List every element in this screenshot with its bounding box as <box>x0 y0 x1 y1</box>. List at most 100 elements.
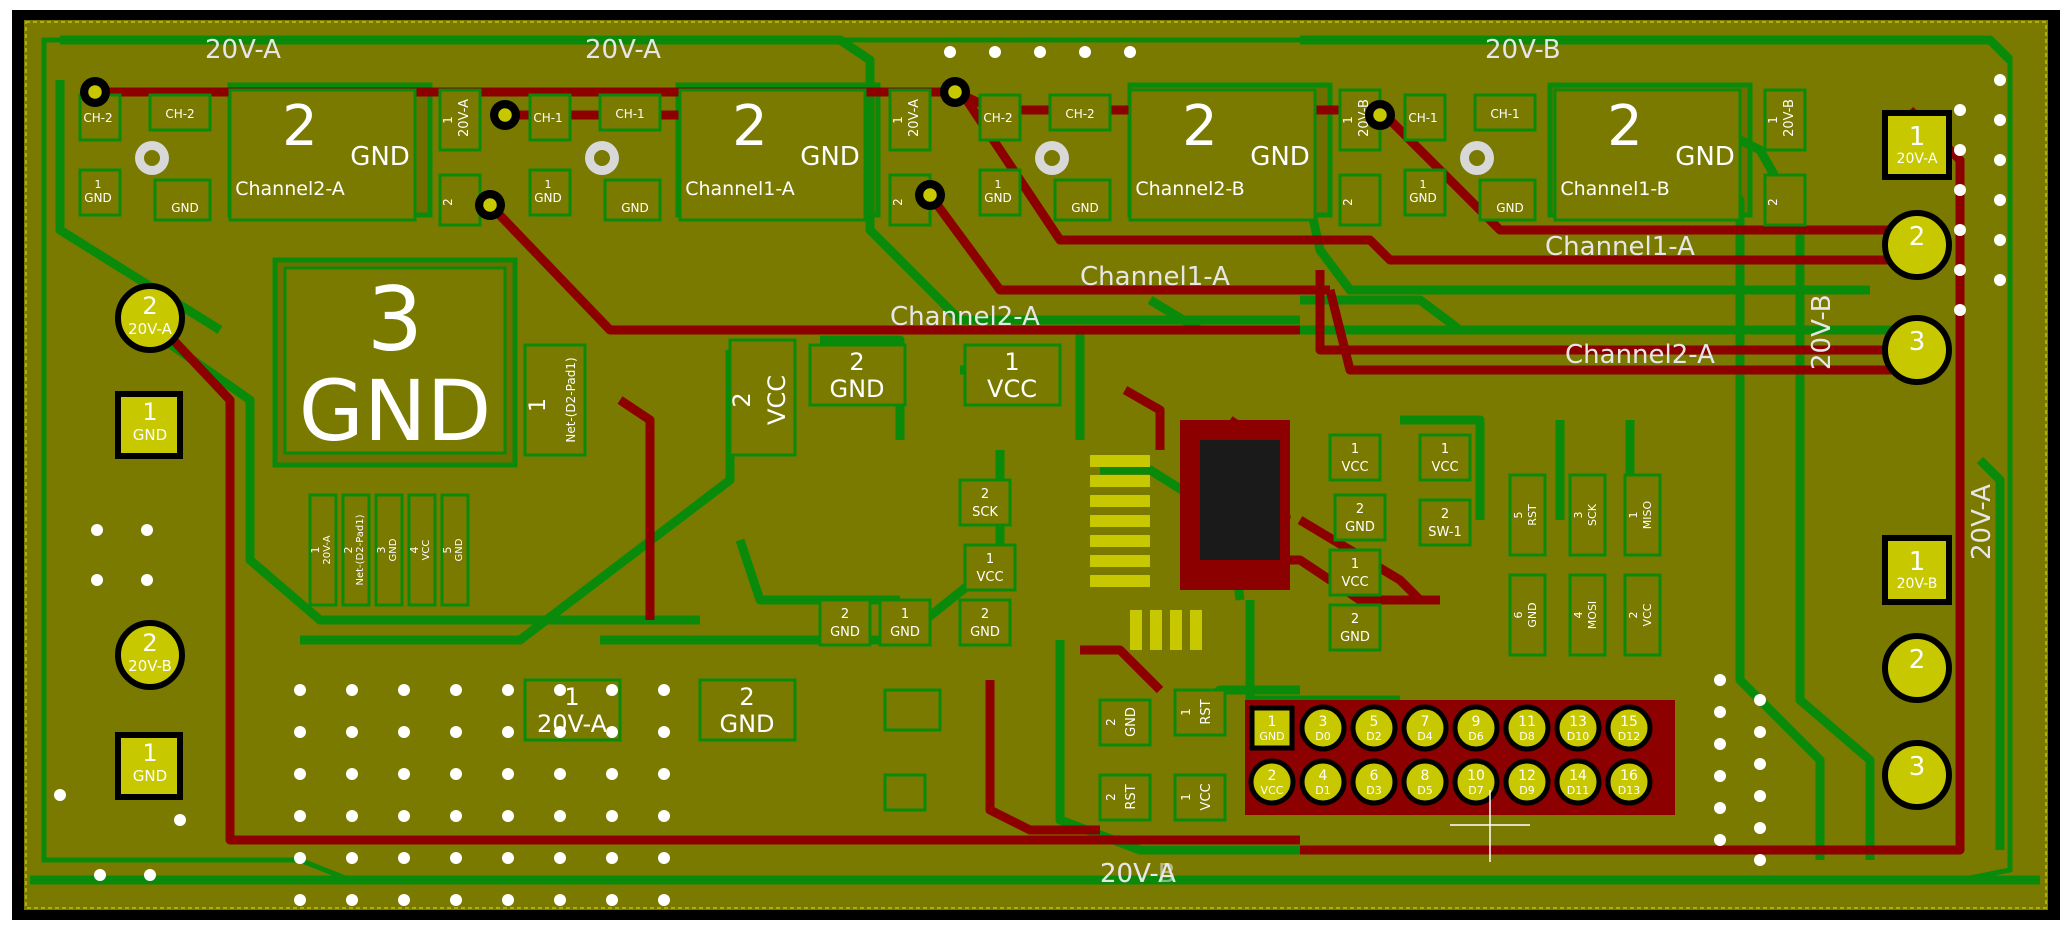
isp-pin-num: 6 <box>1512 612 1525 619</box>
module-side-pin <box>1338 173 1382 227</box>
via-hole <box>1954 144 1966 156</box>
header-pin-name: VCC <box>1261 784 1284 797</box>
header-pin-name: D6 <box>1468 730 1483 743</box>
vcc-pad: 2 VCC <box>728 338 797 457</box>
square-pad <box>1249 705 1295 751</box>
module-pin-label: CH-1 <box>1490 107 1519 121</box>
header-pin[interactable]: 7D4 <box>1401 704 1449 752</box>
via-hole <box>502 810 514 822</box>
module-pin-label: GND <box>84 191 112 205</box>
power-pad-num: 1 <box>564 683 579 711</box>
module-pin-label: 1 <box>545 178 552 191</box>
header-pin-num: 9 <box>1472 714 1481 730</box>
right-connector[interactable]: 2 <box>1882 633 1952 703</box>
module-pin <box>1473 93 1537 132</box>
small-pin-name: 20V-A <box>322 535 333 564</box>
smd-pads: 2SCK1VCC2GND1GND2GND1VCC1VCC2GND2SW-11VC… <box>818 433 1472 822</box>
square-pad <box>115 732 183 800</box>
via-hole <box>294 894 306 906</box>
header-pin[interactable]: 9D6 <box>1452 704 1500 752</box>
small-pin-num: 4 <box>408 547 421 554</box>
via-hole <box>450 894 462 906</box>
module-gnd-label: GND <box>1675 142 1735 172</box>
header-pin[interactable]: 4D1 <box>1299 758 1347 806</box>
module-pin-label: CH-2 <box>83 111 112 125</box>
header-pin[interactable]: 5D2 <box>1350 704 1398 752</box>
via-hole <box>554 726 566 738</box>
module-gnd-label: GND <box>350 142 410 172</box>
round-pad <box>1554 758 1602 806</box>
net-label: 20V-A <box>1967 484 1997 560</box>
big-pad-name: GND <box>299 362 492 460</box>
via-hole <box>450 768 462 780</box>
via-hole <box>658 894 670 906</box>
smd-pad <box>1418 433 1472 482</box>
header-pin-num: 4 <box>1319 768 1328 784</box>
via-drill <box>948 85 962 99</box>
connector-pin-num: 2 <box>1909 645 1926 675</box>
via-hole <box>346 894 358 906</box>
smd-pin-num: 1 <box>1351 442 1359 457</box>
isp-pin-name: MOSI <box>1586 601 1599 629</box>
right-connector[interactable]: 3 <box>1882 740 1952 810</box>
via-hole <box>606 852 618 864</box>
right-connector[interactable]: 2 <box>1882 210 1952 280</box>
header-pin-name: D2 <box>1366 730 1381 743</box>
round-pad <box>1452 704 1500 752</box>
via-hole <box>658 768 670 780</box>
right-connector[interactable]: 3 <box>1882 315 1952 385</box>
header-pin-num: 2 <box>1268 768 1277 784</box>
smd-pad <box>958 478 1012 527</box>
via-hole <box>91 574 103 586</box>
smd-pad <box>1328 603 1382 652</box>
connector-pin-num: 1 <box>1909 122 1926 152</box>
header-pin-num: 3 <box>1319 714 1328 730</box>
module-pin-label: CH-1 <box>1408 111 1437 125</box>
via-hole <box>1994 274 2006 286</box>
via-hole <box>606 726 618 738</box>
via-hole <box>54 789 66 801</box>
connector-pin-num: 2 <box>142 629 157 657</box>
module-side-pin-name: 20V-B <box>1782 99 1797 137</box>
small-pin-body <box>407 493 437 607</box>
via-hole <box>606 810 618 822</box>
header-pin[interactable]: 3D0 <box>1299 704 1347 752</box>
module-side-pin <box>438 88 482 152</box>
via-hole <box>502 726 514 738</box>
small-pin-name: GND <box>454 538 465 561</box>
module-side-pin <box>1763 173 1807 227</box>
smd-pad <box>1098 698 1152 747</box>
isp-pin-num: 1 <box>1627 512 1640 519</box>
via-hole <box>554 852 566 864</box>
power-pad-num: 2 <box>739 683 754 711</box>
connector-pin-name: 20V-B <box>1897 576 1938 592</box>
via-hole <box>1954 224 1966 236</box>
small-pin-body <box>374 493 404 607</box>
header-pin[interactable]: 6D3 <box>1350 758 1398 806</box>
header-pin[interactable]: 8D5 <box>1401 758 1449 806</box>
round-pad <box>1248 758 1296 806</box>
isp-pin-num: 3 <box>1572 512 1585 519</box>
header-pin-name: D11 <box>1567 784 1589 797</box>
via-hole <box>1714 706 1726 718</box>
via-hole <box>658 684 670 696</box>
